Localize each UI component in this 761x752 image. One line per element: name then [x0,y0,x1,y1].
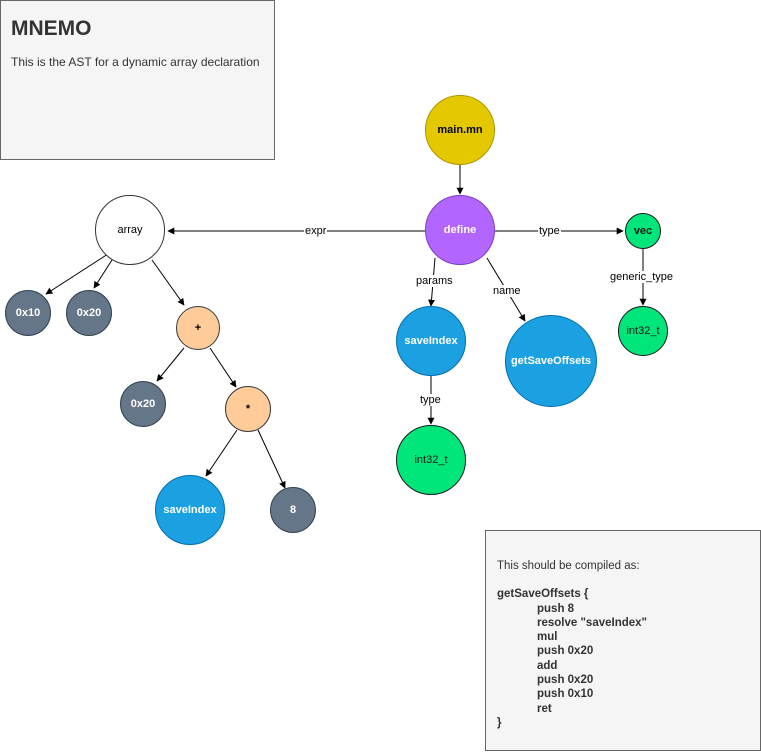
node-vec[interactable]: vec [625,213,661,249]
node-param-int32[interactable]: int32_t [396,425,466,495]
compiled-code-note: This should be compiled as: getSaveOffse… [485,530,761,751]
node-get-save-offsets[interactable]: getSaveOffsets [505,315,597,407]
code-footer: } [497,716,502,729]
code-line: resolve "saveIndex" [537,616,647,629]
code-note-intro: This should be compiled as: [497,560,640,572]
edge-label-name: name [492,285,522,297]
code-line: push 0x10 [537,688,594,701]
edge-times-8 [257,429,286,489]
code-line: add [537,659,558,672]
edge-array-0x20 [93,259,113,289]
node-main-mn[interactable]: main.mn [425,95,495,165]
title-note: MNEMO This is the AST for a dynamic arra… [0,0,275,160]
node-eight[interactable]: 8 [270,487,316,533]
edge-plus-times [209,347,237,388]
node-saveindex-param[interactable]: saveIndex [396,306,466,376]
edge-plus-0x20 [156,347,185,382]
code-header: getSaveOffsets { [497,588,589,601]
code-line: push 8 [537,602,575,615]
diagram-title: MNEMO [11,17,92,40]
code-line: push 0x20 [537,645,594,658]
edge-times-saveindex [205,429,238,477]
edge-array-0x10 [45,253,109,295]
node-0x10[interactable]: 0x10 [5,290,51,336]
edge-label-params: params [415,275,454,287]
node-vec-int32[interactable]: int32_t [618,306,668,356]
node-saveindex-expr[interactable]: saveIndex [155,475,225,545]
node-array[interactable]: array [95,195,165,265]
node-0x20-second[interactable]: 0x20 [120,381,166,427]
code-line: ret [537,702,552,715]
node-define[interactable]: define [425,195,495,265]
node-0x20-first[interactable]: 0x20 [66,290,112,336]
diagram-description: This is the AST for a dynamic array decl… [11,55,260,69]
node-times[interactable]: * [225,386,271,432]
node-plus[interactable]: + [176,306,220,350]
edge-array-plus [151,259,185,306]
edge-label-type: type [538,225,561,237]
code-line: push 0x20 [537,674,594,687]
edge-label-param-type: type [419,394,442,406]
edge-label-generic-type: generic_type [609,271,674,283]
edge-label-expr: expr [304,225,328,237]
code-line: mul [537,631,558,644]
